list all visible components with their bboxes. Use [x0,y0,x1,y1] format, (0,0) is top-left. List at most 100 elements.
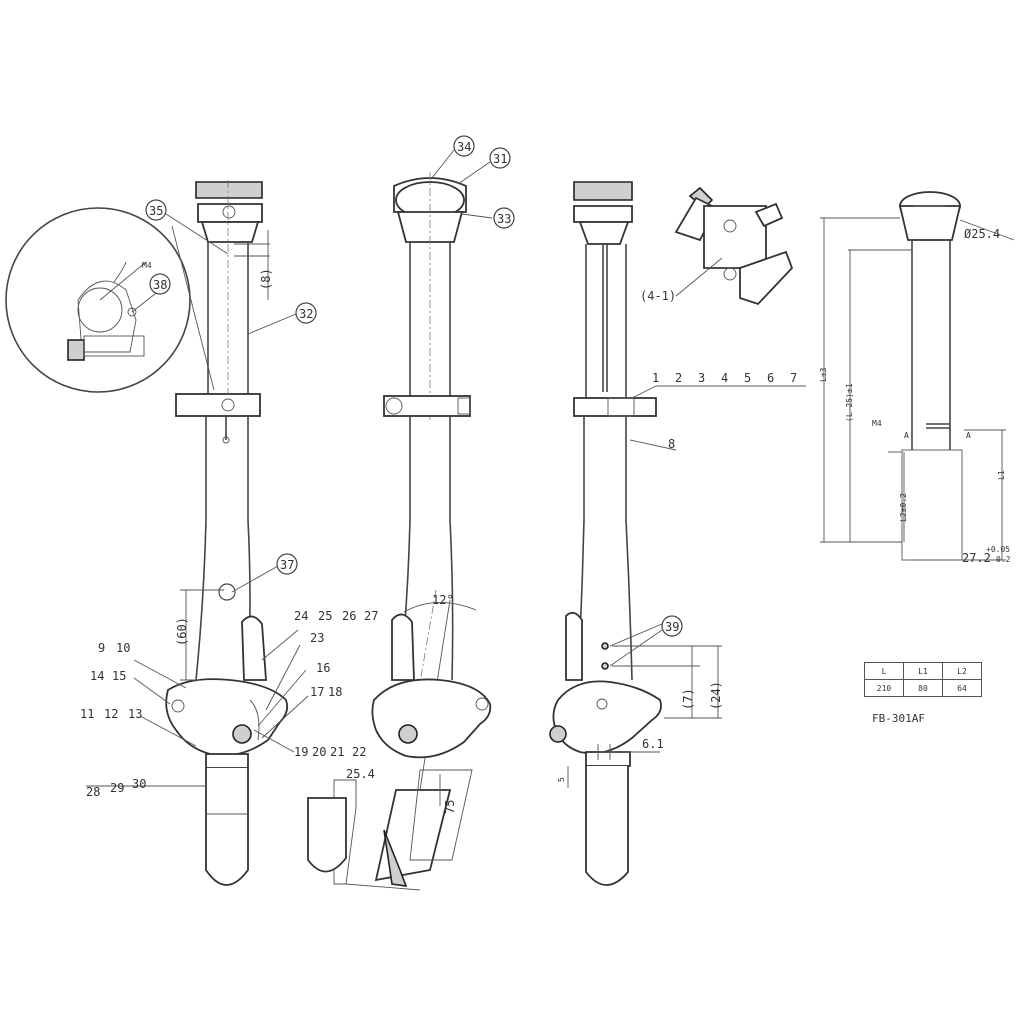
dim-angle: 12° [432,593,454,607]
dim-head-clamp [898,191,962,241]
part-24: 24 [294,609,308,623]
part-1: 1 [652,371,659,385]
part-6: 6 [767,371,774,385]
label-group: 35 38 32 37 34 31 33 39 1 2 3 4 5 6 7 8 … [80,135,1011,814]
dim-27-2: 27.2 [962,551,991,565]
dim-m4-b: M4 [872,419,882,428]
dim-a-right: A [966,431,971,440]
callout-31 [489,147,511,169]
callout-37 [276,553,298,575]
part-11: 11 [80,707,94,721]
spec-table: L L1 L2 210 80 64 [864,662,982,697]
part-39: 39 [665,620,679,634]
dim-75: 75 [443,800,457,814]
middle-bottom-parts [307,769,473,891]
left-leaders [86,211,309,787]
right-collar [573,397,657,417]
dim-tol-up: +0.05 [986,545,1010,554]
spec-header-l: L [864,662,904,680]
detail-4-1-label: (4-1) [640,289,676,303]
part-26: 26 [342,609,356,623]
right-view-seatpost [549,181,722,886]
part-35: 35 [149,204,163,218]
part-16: 16 [316,661,330,675]
part-23: 23 [310,631,324,645]
part-5: 5 [744,371,751,385]
dim-l2: L2±0.2 [899,493,908,522]
callout-38 [149,273,171,295]
part-30: 30 [132,777,146,791]
left-bottom-plug [205,753,249,886]
spec-header-row: L L1 L2 [864,662,982,680]
spec-value-l1: 80 [903,679,943,697]
part-25: 25 [318,609,332,623]
right-bottom-plug [585,751,631,886]
callout-39 [661,615,683,637]
spec-header-l2: L2 [942,662,982,680]
callout-35 [145,199,167,221]
part-22: 22 [352,745,366,759]
dim-25-4: 25.4 [346,767,375,781]
left-view-seatpost [5,180,289,886]
detail-clamp [67,261,161,361]
callout-34 [453,135,475,157]
dim-l-25: (L-25)±1 [845,383,854,422]
middle-view-seatpost [307,172,492,891]
dim-a-left: A [904,431,909,440]
part-34: 34 [457,140,471,154]
spec-header-l1: L1 [903,662,943,680]
part-3: 3 [698,371,705,385]
part-12: 12 [104,707,118,721]
part-31: 31 [493,152,507,166]
spec-value-row: 210 80 64 [864,679,982,697]
left-head-clamp [195,181,263,243]
right-lower-head [549,611,662,755]
part-18: 18 [328,685,342,699]
part-27: 27 [364,609,378,623]
part-20: 20 [312,745,326,759]
part-17: 17 [310,685,324,699]
part-4: 4 [721,371,728,385]
part-14: 14 [90,669,104,683]
left-collar [175,393,261,444]
part-7: 7 [790,371,797,385]
middle-collar [383,395,471,417]
part-21: 21 [330,745,344,759]
dim-24: (24) [709,681,723,710]
part-29: 29 [110,781,124,795]
detail-4-1-view [674,186,794,306]
dimension-view-seatpost [820,191,1015,561]
spec-value-l: 210 [864,679,904,697]
dim-7: (7) [681,688,695,710]
dim-tol-down: 0.2 [996,555,1011,564]
dim-6-1: 6.1 [642,737,664,751]
dim-5: 5 [557,777,566,782]
left-upper-tube [207,242,249,394]
part-10: 10 [116,641,130,655]
part-2: 2 [675,371,682,385]
model-number: FB-301AF [872,712,925,725]
part-33: 33 [497,212,511,226]
part-32: 32 [299,307,313,321]
dim-60: (60) [175,617,189,646]
middle-leaders [431,149,493,219]
part-13: 13 [128,707,142,721]
dim-8: (8) [259,268,273,290]
right-head-clamp [573,181,633,245]
part-19: 19 [294,745,308,759]
detail-circle [5,207,191,393]
callout-32 [295,302,317,324]
left-lower-head [165,615,289,757]
dim-l1: L1 [997,470,1006,480]
middle-lower-head [371,613,492,759]
dim-diameter: Ø25.4 [964,227,1000,241]
dim-l-3: L±3 [819,367,828,382]
part-8: 8 [668,437,675,451]
part-37: 37 [280,558,294,572]
part-28: 28 [86,785,100,799]
right-leaders [609,385,806,667]
part-15: 15 [112,669,126,683]
callout-33 [493,207,515,229]
part-9: 9 [98,641,105,655]
